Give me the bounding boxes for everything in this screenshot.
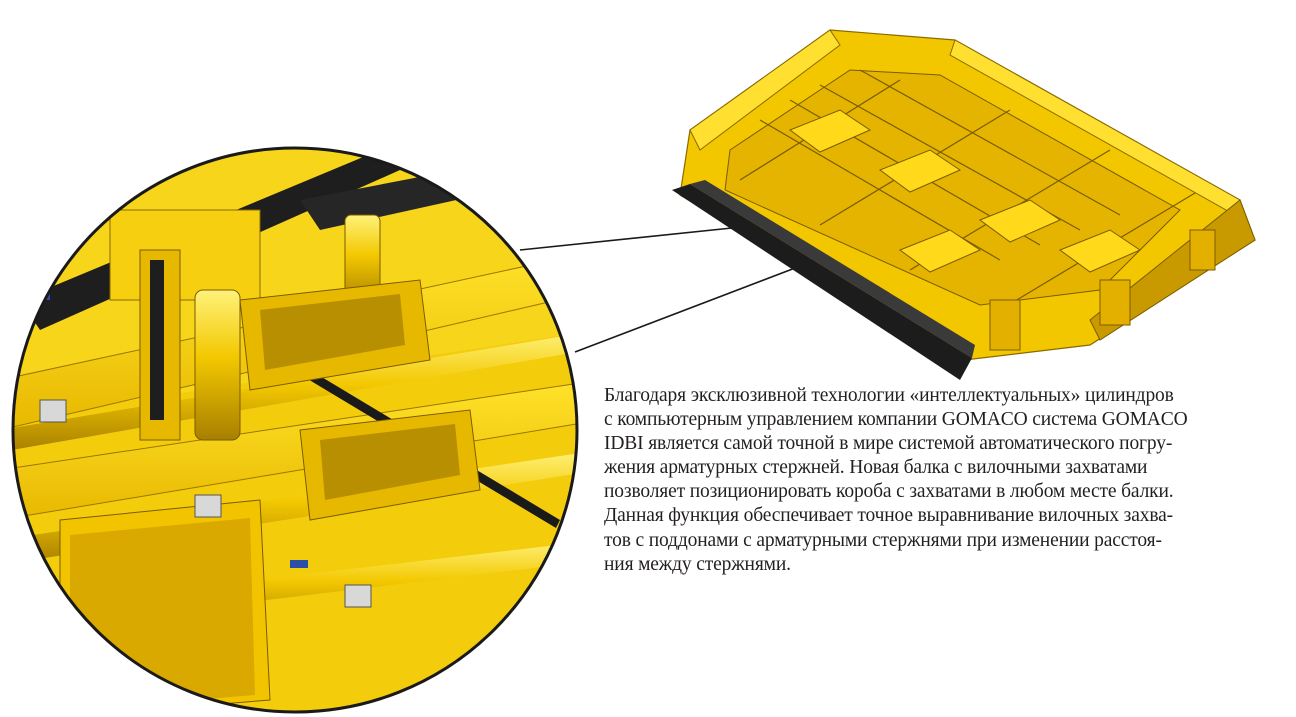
caption-line: позволяет позиционировать короба с захва… xyxy=(604,481,1174,503)
caption-line: жения арматурных стержней. Новая балка с… xyxy=(604,457,1148,479)
caption-line: ния между стержнями. xyxy=(604,553,791,575)
magnifier-ring xyxy=(11,146,579,714)
caption-line: тов с поддонами с арматурными стержнями … xyxy=(604,529,1162,551)
caption-line: Данная функция обеспечивает точное вырав… xyxy=(604,505,1173,527)
machine-overview xyxy=(672,29,1256,380)
magnified-detail xyxy=(13,148,577,712)
caption-paragraph: Благодаря эксклюзивной технологии «интел… xyxy=(604,384,1264,577)
caption-line: IDBI является самой точной в мире систем… xyxy=(604,433,1173,455)
caption-line: с компьютерным управлением компании GOMA… xyxy=(604,409,1188,431)
caption-line: Благодаря эксклюзивной технологии «интел… xyxy=(604,385,1174,406)
